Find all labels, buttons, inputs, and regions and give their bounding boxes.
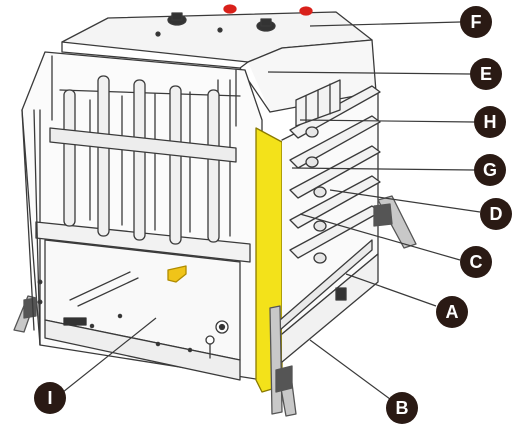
- roof-panel: [61, 11, 377, 113]
- callout-i: I: [34, 382, 66, 414]
- lower-compartment: [44, 239, 241, 381]
- callout-e: E: [470, 58, 502, 90]
- callout-f-label: F: [471, 12, 482, 32]
- leader-a: [345, 273, 437, 307]
- callout-h: H: [474, 106, 506, 138]
- callout-g: G: [474, 154, 506, 186]
- leader-lines: [57, 21, 481, 403]
- door-tubes: [289, 85, 381, 264]
- leader-i: [57, 317, 157, 397]
- key-lock: [205, 320, 229, 359]
- callout-b-label: B: [396, 398, 409, 418]
- leader-b: [309, 339, 395, 403]
- callout-f: F: [460, 6, 492, 38]
- callout-h-label: H: [484, 112, 497, 132]
- back-window: [295, 79, 341, 127]
- callout-a: A: [436, 296, 468, 328]
- leader-g: [291, 167, 475, 171]
- callout-d: D: [480, 198, 512, 230]
- left-side: [21, 109, 43, 346]
- front-rods: [63, 75, 220, 245]
- callout-e-label: E: [480, 64, 492, 84]
- callout-d-label: D: [490, 204, 503, 224]
- callout-i-label: I: [47, 388, 52, 408]
- callout-g-label: G: [483, 160, 497, 180]
- front-rail: [49, 127, 237, 163]
- callout-c-label: C: [470, 252, 483, 272]
- leader-d: [329, 189, 481, 213]
- callout-b: B: [386, 392, 418, 424]
- leader-e: [267, 71, 471, 75]
- straps: [13, 195, 417, 417]
- side-lock-knob: [335, 287, 347, 301]
- leader-c: [299, 213, 461, 261]
- callout-c: C: [460, 246, 492, 278]
- callout-a-label: A: [446, 302, 459, 322]
- roof-knobs: [155, 4, 313, 37]
- leader-f: [309, 21, 461, 27]
- floor-handle: [167, 265, 187, 283]
- leader-h: [299, 119, 475, 123]
